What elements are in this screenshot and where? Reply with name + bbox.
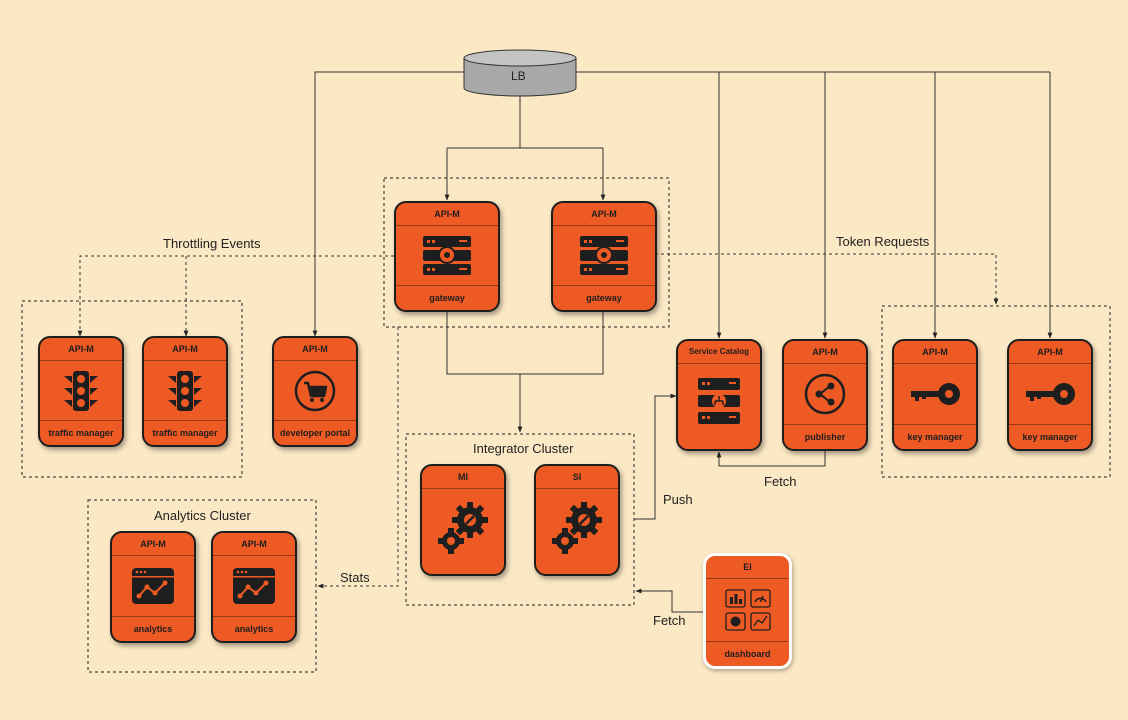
publisher-label: publisher bbox=[784, 424, 866, 449]
traffic-manager-group-box bbox=[21, 300, 243, 478]
key-manager-1-label: key manager bbox=[894, 424, 976, 449]
developer-portal-label: developer portal bbox=[274, 420, 356, 445]
key-manager-2-header: API-M bbox=[1009, 341, 1091, 364]
traffic-light-icon bbox=[168, 370, 202, 411]
gateway-1-node[interactable]: API-M gateway bbox=[394, 201, 500, 312]
analytics-cluster-title: Analytics Cluster bbox=[154, 508, 251, 523]
ei-dashboard-label: dashboard bbox=[706, 641, 789, 666]
gateway-2-node[interactable]: API-M gateway bbox=[551, 201, 657, 312]
gateway-2-label: gateway bbox=[553, 285, 655, 310]
edge-throttling-events bbox=[77, 255, 394, 337]
analytics-window-icon bbox=[233, 568, 275, 604]
analytics-1-label: analytics bbox=[112, 616, 194, 641]
service-catalog-icon bbox=[698, 378, 740, 424]
service-catalog-node[interactable]: Service Catalog bbox=[676, 339, 762, 451]
edge-label-throttling: Throttling Events bbox=[163, 236, 261, 251]
key-manager-2-label: key manager bbox=[1009, 424, 1091, 449]
key-manager-1-header: API-M bbox=[894, 341, 976, 364]
edge-lb-gateways bbox=[447, 96, 603, 149]
key-manager-2-node[interactable]: API-M key manager bbox=[1007, 339, 1093, 451]
edge-label-push: Push bbox=[663, 492, 693, 507]
analytics-window-icon bbox=[132, 568, 174, 604]
analytics-1-node[interactable]: API-M analytics bbox=[110, 531, 196, 643]
ei-dashboard-node[interactable]: EI dashboard bbox=[703, 553, 792, 669]
mi-node[interactable]: MI bbox=[420, 464, 506, 576]
traffic-manager-2-label: traffic manager bbox=[144, 420, 226, 445]
traffic-light-icon bbox=[64, 370, 98, 411]
si-header: SI bbox=[536, 466, 618, 489]
traffic-manager-1-header: API-M bbox=[40, 338, 122, 361]
ei-dashboard-header: EI bbox=[706, 556, 789, 579]
share-icon bbox=[804, 373, 846, 415]
publisher-header: API-M bbox=[784, 341, 866, 364]
analytics-1-header: API-M bbox=[112, 533, 194, 556]
edge-stats bbox=[317, 327, 399, 589]
gateway-cluster-box bbox=[383, 177, 670, 328]
gateway-2-header: API-M bbox=[553, 203, 655, 226]
gateway-1-label: gateway bbox=[396, 285, 498, 310]
gateway-1-header: API-M bbox=[396, 203, 498, 226]
load-balancer-icon bbox=[463, 49, 577, 97]
edge-label-token: Token Requests bbox=[836, 234, 930, 249]
edge-label-stats: Stats bbox=[340, 570, 370, 585]
edge-label-fetch-dashboard: Fetch bbox=[653, 613, 686, 628]
developer-portal-node[interactable]: API-M developer portal bbox=[272, 336, 358, 447]
analytics-2-header: API-M bbox=[213, 533, 295, 556]
service-catalog-header: Service Catalog bbox=[678, 341, 760, 364]
developer-portal-header: API-M bbox=[274, 338, 356, 361]
gateway-server-icon bbox=[580, 235, 628, 275]
edge-publisher-service-catalog bbox=[716, 450, 826, 467]
key-icon bbox=[1026, 383, 1075, 405]
edge-lb-developer-portal bbox=[312, 71, 464, 337]
publisher-node[interactable]: API-M publisher bbox=[782, 339, 868, 451]
traffic-manager-2-header: API-M bbox=[144, 338, 226, 361]
edge-token-requests bbox=[655, 253, 999, 305]
edge-integrator-service-catalog bbox=[634, 393, 677, 520]
shopping-cart-icon bbox=[294, 370, 336, 411]
edge-gateways-integrator bbox=[446, 311, 604, 432]
edge-dashboard-integrator bbox=[635, 588, 704, 613]
edge-label-fetch-catalog: Fetch bbox=[764, 474, 797, 489]
analytics-2-node[interactable]: API-M analytics bbox=[211, 531, 297, 643]
analytics-2-label: analytics bbox=[213, 616, 295, 641]
si-node[interactable]: SI bbox=[534, 464, 620, 576]
traffic-manager-1-label: traffic manager bbox=[40, 420, 122, 445]
traffic-manager-2-node[interactable]: API-M traffic manager bbox=[142, 336, 228, 447]
dashboard-charts-icon bbox=[724, 589, 771, 631]
gateway-server-icon bbox=[423, 235, 471, 275]
key-manager-1-node[interactable]: API-M key manager bbox=[892, 339, 978, 451]
traffic-manager-1-node[interactable]: API-M traffic manager bbox=[38, 336, 124, 447]
integrator-cluster-title: Integrator Cluster bbox=[473, 441, 574, 456]
key-manager-group-box bbox=[881, 305, 1111, 478]
key-icon bbox=[911, 383, 960, 405]
gears-icon bbox=[438, 502, 488, 554]
analytics-cluster-box bbox=[87, 499, 317, 673]
gears-icon bbox=[552, 502, 602, 554]
mi-header: MI bbox=[422, 466, 504, 489]
load-balancer-label: LB bbox=[511, 69, 526, 83]
